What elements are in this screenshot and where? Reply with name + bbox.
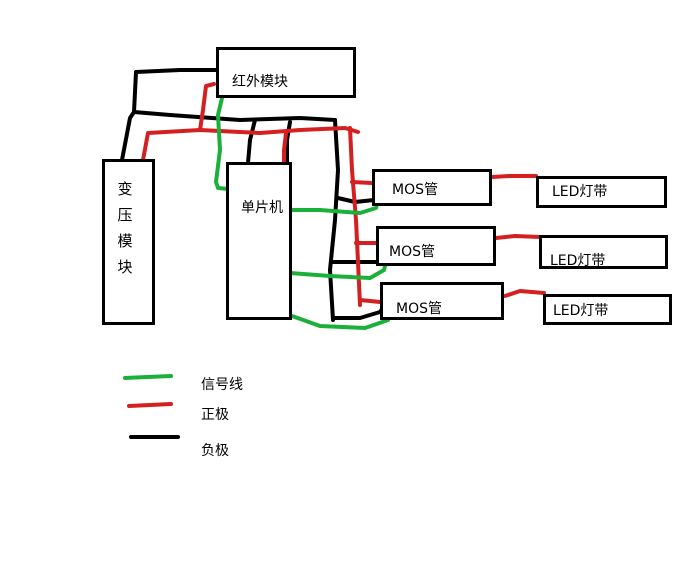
- positive-wire-mos3: [358, 298, 382, 304]
- mos-label-2: MOS管: [389, 244, 435, 260]
- negative-wire-mos3: [331, 303, 387, 320]
- transformer-char-3: 模: [117, 232, 133, 250]
- mos-box-3: [380, 282, 504, 320]
- led-box-1: [536, 176, 667, 208]
- negative-wire-transformer-ir: [120, 68, 218, 162]
- led-label-1: LED灯带: [552, 184, 608, 200]
- mos-label-3: MOS管: [396, 301, 442, 317]
- legend-positive-label: 正极: [201, 407, 229, 423]
- mcu-label: 单片机: [241, 200, 283, 216]
- legend-signal-label: 信号线: [201, 377, 243, 393]
- transformer-char-1: 变: [117, 180, 133, 198]
- led-label-3: LED灯带: [553, 303, 609, 319]
- negative-wire-trunk: [328, 118, 340, 322]
- positive-wire-mos1: [350, 180, 374, 185]
- signal-wire-ir-mcu: [214, 96, 231, 191]
- negative-wire-mcu-b: [285, 120, 292, 164]
- led-label-2: LED灯带: [550, 253, 606, 269]
- ir-module-label: 红外模块: [232, 74, 288, 90]
- mos-box-2: [376, 226, 496, 266]
- positive-wire-led2: [494, 234, 542, 240]
- positive-wire-mcu: [282, 131, 288, 165]
- positive-wire-transformer-up: [141, 126, 360, 162]
- negative-wire-mcu-a: [246, 118, 257, 165]
- positive-wire-led1: [490, 174, 538, 179]
- mos-box-1: [372, 169, 492, 206]
- transformer-module: [102, 159, 155, 325]
- positive-wire-led3: [503, 289, 546, 298]
- led-box-3: [543, 294, 672, 325]
- legend-signal-line: [123, 374, 173, 380]
- mos-label-1: MOS管: [392, 182, 438, 198]
- legend-positive-line: [127, 402, 173, 408]
- ir-module: [216, 47, 356, 98]
- positive-wire-ir: [198, 82, 216, 132]
- legend-negative-label: 负极: [201, 443, 229, 459]
- transformer-char-4: 块: [117, 258, 133, 276]
- transformer-char-2: 压: [117, 206, 133, 224]
- negative-wire-bus: [132, 110, 337, 122]
- led-box-2: [539, 235, 668, 269]
- signal-wire-mos2: [288, 260, 388, 280]
- mcu-module: [226, 162, 292, 320]
